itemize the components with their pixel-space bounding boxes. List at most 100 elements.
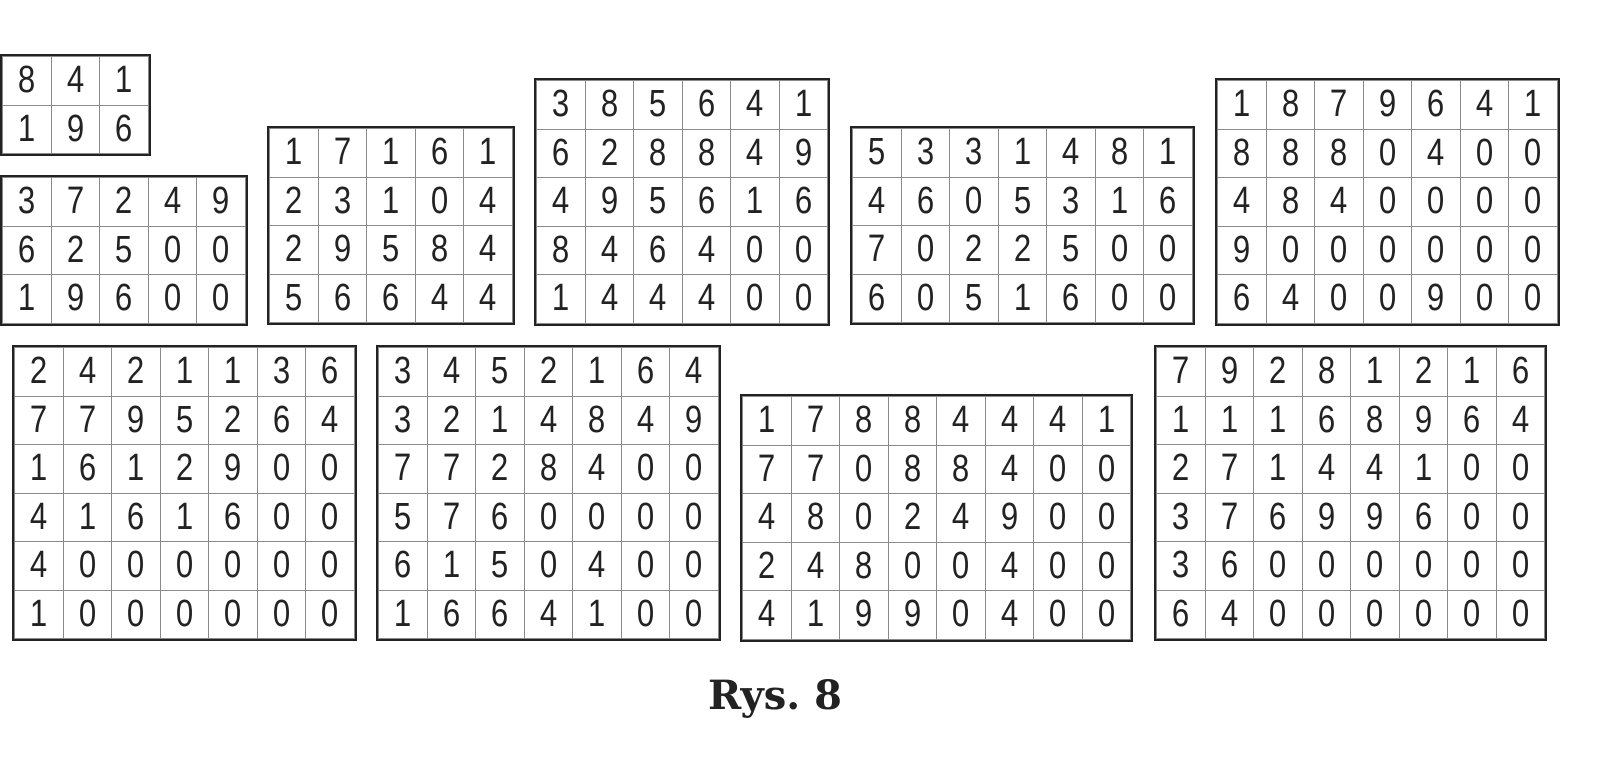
cell-digit: 9	[1233, 228, 1251, 271]
grid-cell: 7	[742, 444, 792, 494]
grid-cell: 3	[1156, 492, 1206, 542]
grid-cell: 7	[1204, 492, 1254, 542]
cell-digit: 0	[1097, 447, 1115, 490]
grid-cell: 0	[730, 274, 780, 324]
cell-digit: 5	[285, 276, 303, 319]
grid-cell: 9	[50, 274, 100, 324]
grid-cell: 9	[778, 128, 828, 178]
cell-digit: 4	[1427, 131, 1445, 174]
cell-digit: 0	[1097, 496, 1115, 539]
cell-digit: 0	[1049, 447, 1067, 490]
cell-digit: 0	[794, 277, 812, 320]
cell-digit: 1	[18, 107, 36, 150]
cell-digit: 0	[1524, 180, 1542, 223]
cell-digit: 0	[1330, 228, 1348, 271]
grid-cell: 6	[536, 128, 586, 178]
grid-cell: 1	[997, 128, 1047, 178]
grid-cell: 0	[1033, 590, 1083, 640]
cell-digit: 4	[588, 447, 606, 490]
cell-digit: 4	[697, 228, 715, 271]
cell-digit: 1	[1172, 398, 1190, 441]
grid-cell: 0	[305, 541, 355, 591]
grid-cell: 5	[159, 395, 209, 445]
grid-cell: 1	[62, 492, 112, 542]
grid-cell: 6	[414, 128, 464, 178]
cell-digit: 0	[1269, 544, 1287, 587]
grid-cell: 2	[426, 395, 476, 445]
grid-cell: 0	[305, 444, 355, 494]
cell-digit: 4	[442, 350, 460, 393]
cell-digit: 2	[1414, 350, 1432, 393]
grid-cell: 4	[984, 396, 1034, 446]
grid-cell: 4	[669, 347, 719, 397]
grid-cell: 7	[790, 396, 840, 446]
grid-cell: 7	[426, 444, 476, 494]
grid-cell: 1	[366, 128, 416, 178]
grid-cell: 0	[620, 541, 670, 591]
cell-digit: 4	[1000, 447, 1018, 490]
grid-cell: 1	[572, 589, 622, 639]
cell-digit: 8	[1281, 131, 1299, 174]
grid-cell: 4	[633, 274, 683, 324]
grid-cell: 1	[1350, 347, 1400, 397]
cell-digit: 0	[430, 179, 448, 222]
grid-cell: 2	[269, 225, 319, 275]
grid-cell: 5	[852, 128, 902, 178]
grid-cell: 2	[1398, 347, 1448, 397]
grid-cell: 0	[523, 492, 573, 542]
grid-cell: 9	[1217, 225, 1267, 275]
cell-digit: 0	[916, 228, 934, 271]
cell-digit: 9	[1000, 496, 1018, 539]
grid-cell: 2	[475, 444, 525, 494]
cell-digit: 4	[479, 228, 497, 271]
grid-cell: 0	[1081, 541, 1131, 591]
cell-digit: 9	[333, 228, 351, 271]
cell-digit: 4	[600, 277, 618, 320]
grid-cell: 0	[256, 492, 306, 542]
cell-digit: 0	[1049, 496, 1067, 539]
cell-digit: 9	[212, 180, 230, 223]
grid-cell: 1	[366, 176, 416, 226]
cell-digit: 4	[1317, 447, 1335, 490]
cell-digit: 6	[1414, 495, 1432, 538]
grid-cell: 0	[1362, 177, 1412, 227]
cell-digit: 0	[1463, 447, 1481, 490]
cell-digit: 8	[697, 131, 715, 174]
grid-cell: 1	[730, 177, 780, 227]
cell-digit: 4	[1049, 399, 1067, 442]
cell-digit: 9	[66, 107, 84, 150]
grid-cell: 6	[620, 347, 670, 397]
grid-cell: 0	[1265, 225, 1315, 275]
grid-cell: 6	[1411, 80, 1461, 130]
cell-digit: 1	[588, 592, 606, 635]
grid-cell: 6	[1204, 541, 1254, 591]
cell-digit: 0	[855, 447, 873, 490]
grid-cell: 9	[317, 225, 367, 275]
cell-digit: 0	[1475, 131, 1493, 174]
cell-digit: 1	[491, 398, 509, 441]
cell-digit: 5	[491, 350, 509, 393]
grid-cell: 0	[900, 225, 950, 275]
grid-cell: 3	[317, 176, 367, 226]
grid-cell: 0	[1508, 225, 1558, 275]
grid-cell: 0	[1033, 541, 1083, 591]
cell-digit: 8	[430, 228, 448, 271]
cell-digit: 0	[916, 276, 934, 319]
cell-digit: 5	[649, 180, 667, 223]
cell-digit: 4	[649, 277, 667, 320]
grid-cell: 0	[839, 493, 889, 543]
cell-digit: 3	[916, 131, 934, 174]
grid-cell: 3	[1046, 176, 1096, 226]
cell-digit: 6	[333, 276, 351, 319]
cell-digit: 1	[479, 131, 497, 174]
